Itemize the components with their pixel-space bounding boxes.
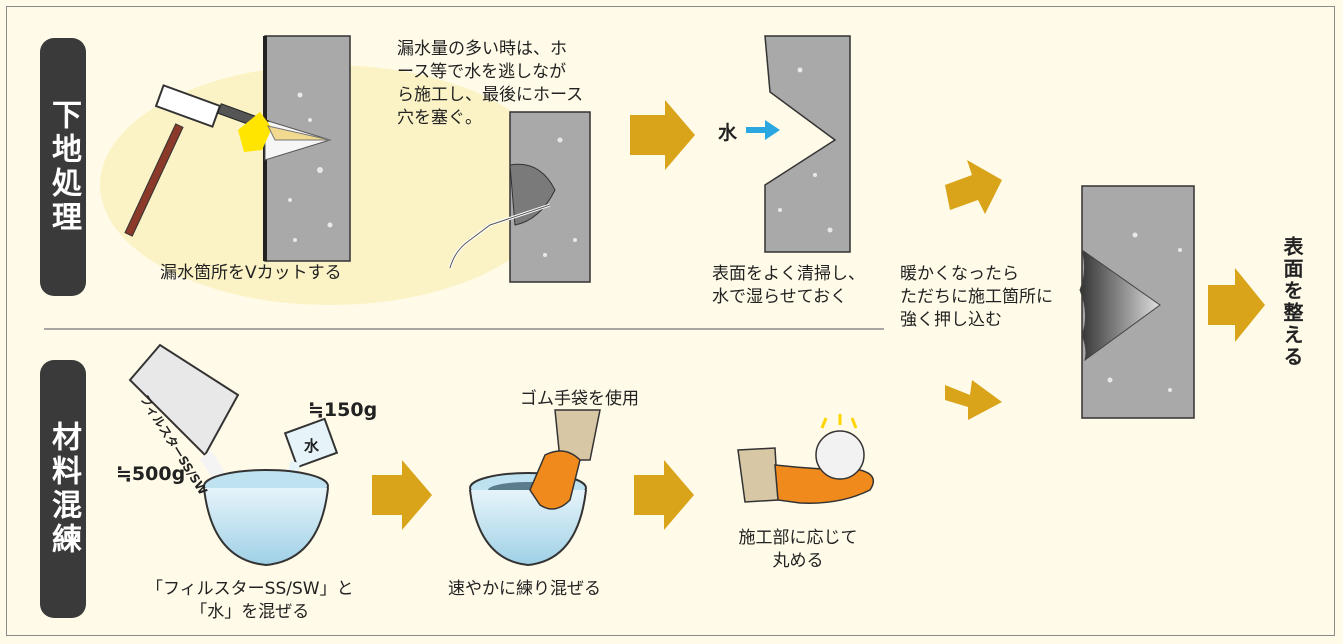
wall-hose-illustration [448,111,591,283]
flow-arrow-2 [372,460,432,530]
section-tag-mix: 材料混練 [40,360,86,618]
hose-note: 漏水量の多い時は、ホ ース等で水を逃しなが ら施工し、最後にホース 穴を塞ぐ。 [397,39,584,128]
cup-label: 水 [304,437,320,455]
caption-vcut: 漏水箇所をVカットする [160,263,342,283]
flow-arrow-3 [634,460,694,530]
wall-clean-illustration [746,35,851,253]
amount-powder: ≒500g [116,463,186,485]
amount-water: ≒150g [308,399,378,421]
wall-final-illustration [1079,185,1195,419]
caption-clean: 表面をよく清掃し、 水で湿らせておく [712,264,865,307]
hammer-chisel-icon [124,84,331,237]
glove-hand-icon [529,409,601,510]
caption-gloves: ゴム手袋を使用 [520,389,639,409]
caption-knead: 速やかに練り混ぜる [448,579,601,599]
water-label: 水 [718,122,738,144]
flow-arrow-up [945,160,1002,214]
caption-roll: 施工部に応じて 丸める [738,528,858,571]
section-tag-prep: 下地処理 [40,38,86,296]
caption-mix: 「フィルスターSS/SW」と 「水」を混ぜる [146,579,354,622]
mixing-bowl-1 [203,469,329,567]
wall-vcut-illustration [263,35,351,262]
flow-arrow-1 [630,100,695,170]
flow-arrow-down [945,380,1002,420]
caption-press: 暖かくなったら ただちに施工箇所に 強く押し込む [900,264,1053,330]
water-arrow-icon [746,120,780,140]
rolling-hand-icon [737,414,875,504]
caption-finish: 表面を整える [1280,236,1304,368]
flow-arrow-final [1208,268,1265,342]
